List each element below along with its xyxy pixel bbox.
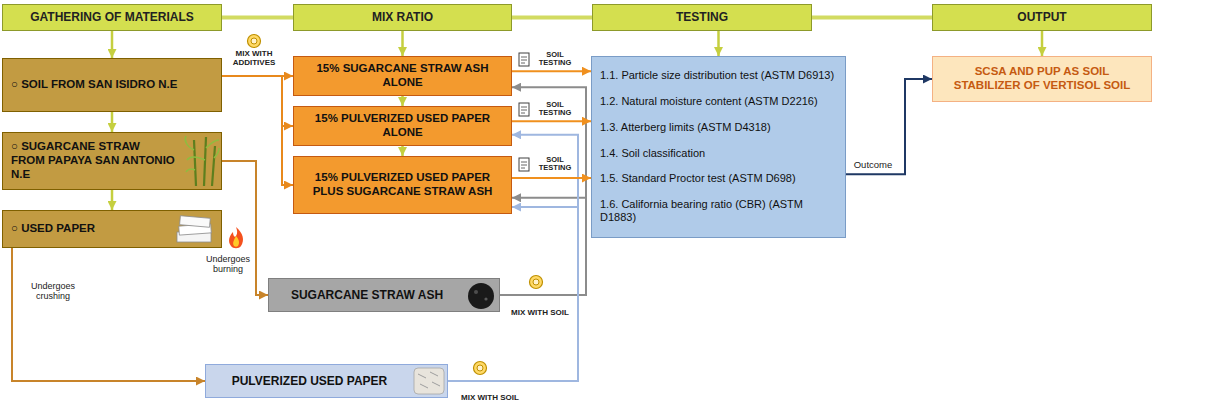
test-item: 1.1. Particle size distribution test (AS… xyxy=(600,69,834,82)
annotation-label: MIX WITH SOIL xyxy=(460,394,520,403)
mix-icon-ring xyxy=(530,276,543,289)
flow-connector xyxy=(111,190,114,210)
document-lines xyxy=(521,107,527,113)
test-item: 1.6. California bearing ratio (CBR) (AST… xyxy=(600,198,837,224)
flame-outer xyxy=(229,227,243,248)
sugarcane-leaves xyxy=(185,136,219,172)
paper-sheet xyxy=(180,216,211,228)
document-icon xyxy=(519,53,529,66)
flame-inner xyxy=(233,236,239,247)
additive-box: SUGARCANE STRAW ASH xyxy=(268,278,500,312)
ash-heap xyxy=(468,283,494,309)
paper-shreds xyxy=(418,372,440,388)
annotation-label: SOIL TESTING xyxy=(533,101,577,118)
material-text: ○ SOIL FROM SAN ISIDRO N.E xyxy=(11,78,177,92)
flow-connector xyxy=(222,76,293,185)
stage-header: MIX RATIO xyxy=(293,4,512,31)
mix-icon xyxy=(530,276,543,289)
header-text: MIX RATIO xyxy=(372,10,433,24)
ash-speck xyxy=(484,297,487,300)
ash-speck xyxy=(474,290,478,294)
additive-box: PULVERIZED USED PAPER xyxy=(205,364,448,398)
flow-connector xyxy=(846,79,932,174)
annotation-label: Outcome xyxy=(853,160,894,170)
material-box: ○ USED PAPER xyxy=(2,210,222,248)
mix-text: 15% PULVERIZED USED PAPER PLUS SUGARCANE… xyxy=(300,171,505,199)
document-sheet xyxy=(519,103,529,116)
document-icon xyxy=(519,158,529,171)
additive-text: PULVERIZED USED PAPER xyxy=(232,374,388,388)
annotation-label: MIX WITH ADDITIVES xyxy=(226,50,282,68)
flow-connector xyxy=(12,248,205,381)
pulverized-paper-picture xyxy=(414,368,444,394)
document-sheet xyxy=(519,53,529,66)
mix-icon xyxy=(474,362,487,375)
annotation-label: MIX WITH SOIL xyxy=(510,309,570,318)
mix-box: 15% PULVERIZED USED PAPER ALONE xyxy=(293,106,512,146)
flow-connector xyxy=(500,198,586,295)
annotation-label: Undergoes burning xyxy=(204,255,252,275)
paper-pulp xyxy=(414,368,444,394)
sugarcane-picture xyxy=(185,136,219,186)
ash-picture xyxy=(468,283,494,309)
header-text: OUTPUT xyxy=(1017,10,1066,24)
flow-connector xyxy=(401,146,404,156)
annotation-label: SOIL TESTING xyxy=(533,156,577,173)
flow-connector xyxy=(401,31,404,56)
paper-stack-picture xyxy=(177,216,211,242)
material-box: ○ SOIL FROM SAN ISIDRO N.E xyxy=(2,58,222,112)
paper-sheet xyxy=(177,232,211,242)
mix-text: 15% SUGARCANE STRAW ASH ALONE xyxy=(300,62,505,90)
mix-icon-core xyxy=(533,279,539,285)
flow-connector xyxy=(812,16,932,20)
stage-header: GATHERING OF MATERIALS xyxy=(2,4,222,31)
annotation-label: SOIL TESTING xyxy=(533,51,577,68)
testing-panel: 1.1. Particle size distribution test (AS… xyxy=(591,56,846,238)
material-text: ○ SUGARCANE STRAW FROM PAPAYA SAN ANTONI… xyxy=(11,140,177,181)
header-text: GATHERING OF MATERIALS xyxy=(30,10,194,24)
flow-connector xyxy=(111,112,114,132)
document-lines xyxy=(521,162,527,168)
mix-icon xyxy=(248,35,261,48)
flow-connector xyxy=(222,16,293,20)
flow-connector xyxy=(401,96,404,106)
header-text: TESTING xyxy=(676,10,728,24)
output-box: SCSA AND PUP AS SOIL STABILIZER OF VERTI… xyxy=(932,56,1152,102)
test-item: 1.4. Soil classification xyxy=(600,147,705,160)
additive-text: SUGARCANE STRAW ASH xyxy=(291,288,443,302)
flow-connector xyxy=(111,31,114,58)
fire-icon xyxy=(229,227,243,248)
mix-box: 15% SUGARCANE STRAW ASH ALONE xyxy=(293,56,512,96)
annotation-label: Undergoes crushing xyxy=(24,282,82,302)
document-icon xyxy=(519,103,529,116)
flow-connector xyxy=(1041,31,1044,56)
stage-header: TESTING xyxy=(592,4,812,31)
test-item: 1.5. Standard Proctor test (ASTM D698) xyxy=(600,172,796,185)
stage-header: OUTPUT xyxy=(932,4,1152,31)
test-item: 1.2. Natural moisture content (ASTM D221… xyxy=(600,95,818,108)
material-box: ○ SUGARCANE STRAW FROM PAPAYA SAN ANTONI… xyxy=(2,132,222,190)
mix-icon-core xyxy=(477,365,483,371)
mix-box: 15% PULVERIZED USED PAPER PLUS SUGARCANE… xyxy=(293,156,512,214)
flow-connector xyxy=(512,120,591,122)
flow-connector xyxy=(500,87,586,295)
flow-connector xyxy=(222,161,268,295)
output-text: SCSA AND PUP AS SOIL STABILIZER OF VERTI… xyxy=(941,65,1143,93)
test-item: 1.3. Atterberg limits (ASTM D4318) xyxy=(600,121,771,134)
flow-connector xyxy=(512,16,592,20)
mix-text: 15% PULVERIZED USED PAPER ALONE xyxy=(300,112,505,140)
mix-icon-ring xyxy=(248,35,261,48)
flow-connector xyxy=(512,70,591,72)
mix-icon-core xyxy=(251,38,257,44)
flow-connector xyxy=(717,31,720,56)
flow-connector xyxy=(512,177,591,179)
document-sheet xyxy=(519,158,529,171)
material-text: ○ USED PAPER xyxy=(11,222,95,236)
document-lines xyxy=(521,57,527,63)
paper-sheet xyxy=(179,224,212,235)
sugarcane-stalks xyxy=(194,137,215,186)
mix-icon-ring xyxy=(474,362,487,375)
